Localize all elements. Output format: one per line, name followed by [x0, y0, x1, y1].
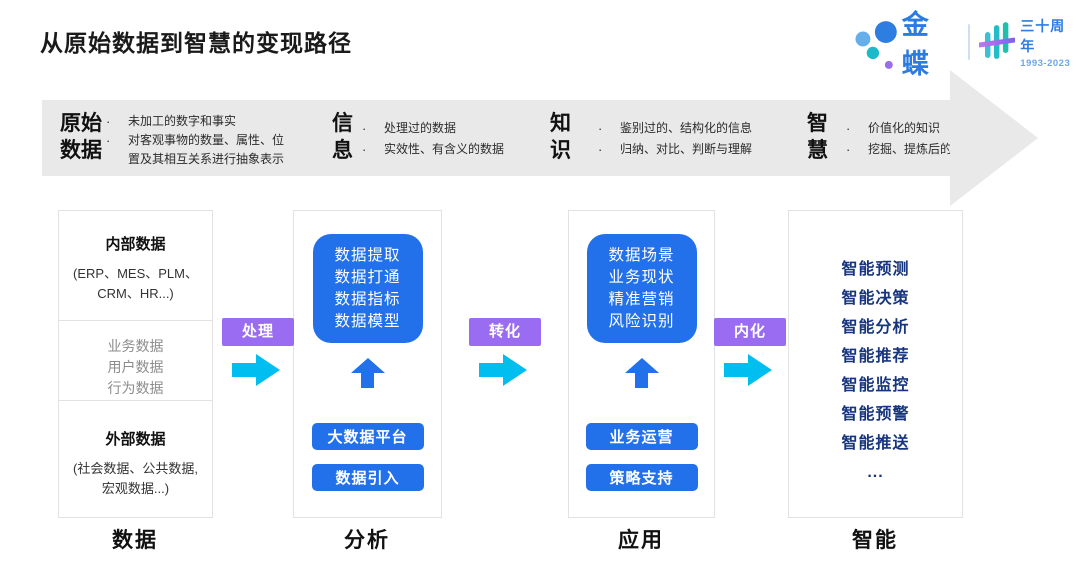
list-item: 智能推荐 [841, 348, 910, 365]
bullet-item: · 对客观事物的数量、属性、位置及其相互关系进行抽象表示 [106, 131, 288, 169]
column-analysis-box: 数据提取 数据打通 数据指标 数据模型 大数据平台 数据引入 [293, 210, 442, 518]
anniversary-text: 三十周年 1993-2023 [1020, 16, 1080, 69]
banner-arrowhead-icon [950, 70, 1038, 206]
footer-label-application: 应用 [618, 529, 664, 552]
flow-right-arrow-icon [479, 354, 541, 386]
bullet-item: · 归纳、对比、判断与理解 [598, 139, 752, 160]
bullet-item: · 处理过的数据 [362, 118, 504, 139]
external-data-subtitle: (社会数据、公共数据, 宏观数据...) [73, 461, 198, 496]
list-item: 智能监控 [841, 377, 910, 394]
analysis-capabilities-card: 数据提取 数据打通 数据指标 数据模型 [312, 234, 423, 343]
list-item: 用户数据 [107, 359, 164, 375]
kingdee-logo-mark-icon [855, 21, 897, 69]
process-badge: 处理 [222, 318, 294, 346]
big-data-platform-chip: 大数据平台 [311, 423, 424, 450]
bullet-dot-icon: · [846, 121, 851, 136]
connector-process: 处理 [222, 318, 294, 386]
connector-transform: 转化 [469, 318, 541, 386]
bullet-dot-icon: · [106, 114, 111, 129]
stage-bullets-raw-data: · 未加工的数字和事实 · 对客观事物的数量、属性、位置及其相互关系进行抽象表示 [106, 112, 288, 169]
ellipsis-item: ... [867, 464, 884, 481]
external-data-section: 外部数据 (社会数据、公共数据, 宏观数据...) [59, 401, 212, 499]
flow-right-arrow-icon [232, 354, 294, 386]
bullet-dot-icon: · [362, 121, 367, 136]
column-application-box: 数据场景 业务现状 精准营销 风险识别 业务运营 策略支持 [568, 210, 715, 518]
footer-label-analysis: 分析 [344, 529, 390, 552]
bullet-item: · 价值化的知识 [846, 118, 1066, 139]
strategy-support-chip: 策略支持 [585, 464, 698, 491]
list-item: 智能推送 [841, 435, 910, 452]
intelligence-list: 智能预测 智能决策 智能分析 智能推荐 智能监控 智能预警 智能推送 ... [789, 211, 962, 487]
bullet-item: · 鉴别过的、结构化的信息 [598, 118, 752, 139]
internal-data-section: 内部数据 (ERP、MES、PLM、 CRM、HR...) [59, 211, 212, 321]
page-title: 从原始数据到智慧的变现路径 [40, 30, 352, 56]
external-data-title: 外部数据 [105, 431, 166, 448]
footer-label-data: 数据 [112, 529, 158, 552]
middle-data-section: 业务数据 用户数据 行为数据 [59, 321, 212, 401]
internalize-badge: 内化 [714, 318, 786, 346]
list-item: 业务数据 [107, 338, 164, 354]
list-item: 智能分析 [841, 319, 910, 336]
stage-banner: 原始 数据 · 未加工的数字和事实 · 对客观事物的数量、属性、位置及其相互关系… [42, 100, 1000, 176]
logo-divider [968, 24, 971, 60]
stage-label-wisdom: 智 慧 [807, 112, 828, 162]
anniversary-title: 三十周年 [1020, 17, 1066, 54]
kingdee-logo: 金蝶 三十周年 1993-2023 [852, 10, 1080, 79]
business-operation-chip: 业务运营 [585, 423, 698, 450]
bullet-dot-icon: · [846, 142, 851, 157]
list-item: 智能预警 [841, 406, 910, 423]
bullet-dot-icon: · [106, 133, 111, 148]
kingdee-brand-text: 金蝶 [901, 10, 931, 79]
stage-label-knowledge: 知 识 [550, 112, 571, 162]
stage-bullets-knowledge: · 鉴别过的、结构化的信息 · 归纳、对比、判断与理解 [598, 118, 752, 160]
data-ingestion-chip: 数据引入 [311, 464, 424, 491]
application-scenarios-card: 数据场景 业务现状 精准营销 风险识别 [586, 234, 697, 343]
flow-up-arrow-icon [350, 358, 385, 388]
flow-up-arrow-icon [624, 358, 659, 388]
transform-badge: 转化 [469, 318, 541, 346]
bullet-item: · 实效性、有含义的数据 [362, 139, 504, 160]
stage-label-raw-data: 原始 数据 [60, 112, 102, 162]
list-item: 智能预测 [841, 261, 910, 278]
bullet-dot-icon: · [362, 142, 367, 157]
thirty-anniversary-mark-icon [979, 22, 1016, 59]
anniversary-years: 1993-2023 [1020, 57, 1071, 69]
list-item: 智能决策 [841, 290, 910, 307]
column-data-box: 内部数据 (ERP、MES、PLM、 CRM、HR...) 业务数据 用户数据 … [58, 210, 213, 518]
bullet-dot-icon: · [598, 142, 603, 157]
column-intelligence-box: 智能预测 智能决策 智能分析 智能推荐 智能监控 智能预警 智能推送 ... [788, 210, 963, 518]
bullet-item: · 未加工的数字和事实 [106, 114, 237, 129]
stage-label-information: 信 息 [332, 112, 353, 162]
bullet-dot-icon: · [598, 121, 603, 136]
internal-data-subtitle: (ERP、MES、PLM、 CRM、HR...) [73, 266, 198, 301]
flow-right-arrow-icon [724, 354, 786, 386]
internal-data-title: 内部数据 [105, 236, 166, 253]
footer-label-intelligence: 智能 [852, 529, 898, 552]
list-item: 行为数据 [107, 380, 164, 396]
connector-internalize: 内化 [714, 318, 786, 386]
stage-bullets-information: · 处理过的数据 · 实效性、有含义的数据 [362, 118, 504, 160]
